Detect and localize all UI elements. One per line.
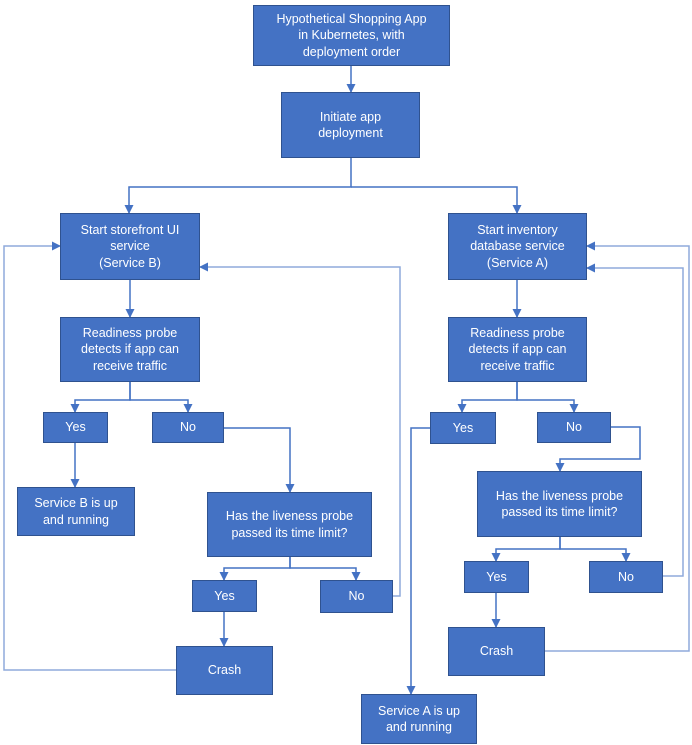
node-label-start-storefront: Start storefront UI service (Service B) [80,223,180,270]
node-crash-b: Crash [176,646,273,695]
node-readiness-yes-a: Yes [430,412,496,444]
node-label-service-a-up: Service A is up and running [378,703,460,734]
node-liveness-no-a: No [589,561,663,593]
node-label-liveness-probe-a: Has the liveness probe passed its time l… [495,488,624,519]
node-label-readiness-yes-b: Yes [65,420,86,435]
edges-group [3,66,690,695]
node-label-readiness-no-b: No [180,420,196,435]
edge-crash-a-loop-to-inventory [545,241,690,652]
edge-yes-a-to-service-a-up [406,427,430,695]
node-start-inventory: Start inventory database service (Servic… [448,213,587,280]
edge-readiness-b-to-yes [70,382,131,413]
node-service-b-up: Service B is up and running [17,487,135,536]
edge-initiate-to-storefront [124,158,352,214]
node-label-readiness-no-a: No [566,420,582,435]
node-label-crash-a: Crash [479,644,514,659]
node-label-liveness-no-b: No [348,589,365,604]
edge-readiness-a-to-no [516,382,579,413]
node-label-readiness-yes-a: Yes [452,420,474,435]
edge-readiness-b-to-no [129,382,193,413]
edge-no-b-to-liveness-b [224,427,295,493]
node-liveness-probe-b: Has the liveness probe passed its time l… [207,492,372,557]
node-label-service-b-up: Service B is up and running [34,496,118,527]
edge-no-b2-loop-to-storefront [199,262,401,597]
node-label-liveness-probe-b: Has the liveness probe passed its time l… [225,509,354,540]
node-label-liveness-no-a: No [618,569,634,584]
node-crash-a: Crash [448,627,545,676]
node-label-crash-b: Crash [207,663,242,678]
node-liveness-yes-a: Yes [464,561,529,593]
node-service-a-up: Service A is up and running [361,694,477,744]
node-label-readiness-probe-b: Readiness probe detects if app can recei… [81,326,179,373]
edge-crash-b-loop-to-storefront [3,241,176,671]
edge-no-a2-loop-to-inventory [586,263,684,577]
edge-liveness-b-to-yes [219,557,291,581]
edge-liveness-a-to-yes [491,537,561,562]
node-label-initiate-deployment: Initiate app deployment [318,109,383,140]
node-label-app-title: Hypothetical Shopping App in Kubernetes,… [276,12,427,59]
edge-liveness-a-to-no [559,537,631,562]
node-initiate-deployment: Initiate app deployment [281,92,420,158]
node-liveness-no-b: No [320,580,393,613]
node-start-storefront: Start storefront UI service (Service B) [60,213,200,280]
edge-no-a-to-liveness-a [555,426,641,472]
node-liveness-yes-b: Yes [192,580,257,612]
edge-readiness-a-to-yes [457,382,518,413]
node-readiness-probe-a: Readiness probe detects if app can recei… [448,317,587,382]
node-readiness-probe-b: Readiness probe detects if app can recei… [60,317,200,382]
edge-liveness-b-to-no [289,557,361,581]
node-label-liveness-yes-b: Yes [214,588,235,603]
node-label-start-inventory: Start inventory database service (Servic… [470,223,565,270]
node-readiness-yes-b: Yes [43,412,108,443]
node-label-readiness-probe-a: Readiness probe detects if app can recei… [468,326,567,373]
node-app-title: Hypothetical Shopping App in Kubernetes,… [253,5,450,66]
node-liveness-probe-a: Has the liveness probe passed its time l… [477,471,642,537]
node-readiness-no-b: No [152,412,224,443]
node-readiness-no-a: No [537,412,611,443]
node-label-liveness-yes-a: Yes [486,569,507,584]
edge-initiate-to-inventory [351,186,522,214]
